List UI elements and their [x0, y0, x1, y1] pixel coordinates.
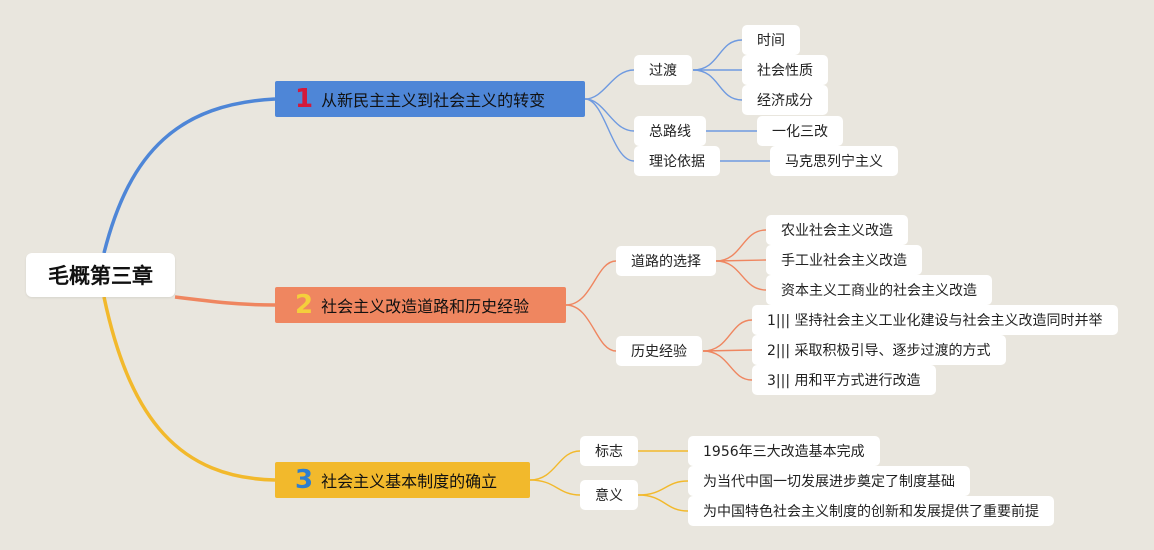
leaf-experience-2[interactable]: 2||| 采取积极引导、逐步过渡的方式	[752, 335, 1006, 365]
connectors-branch-2	[565, 229, 767, 381]
connector-root-branch-2	[174, 295, 276, 307]
subtopic-historical-experience[interactable]: 历史经验	[616, 336, 702, 366]
connector-root-branch-3	[102, 296, 276, 482]
subtopic-symbol[interactable]: 标志	[580, 436, 638, 466]
connectors-branch-1	[584, 39, 770, 162]
leaf-capitalist-commerce-reform[interactable]: 资本主义工商业的社会主义改造	[766, 275, 992, 305]
leaf-significance-1[interactable]: 为当代中国一切发展进步奠定了制度基础	[688, 466, 970, 496]
branch-2-node[interactable]: 2 社会主义改造道路和历史经验	[275, 287, 566, 323]
branch-1-title: 从新民主主义到社会主义的转变	[321, 91, 546, 110]
branch-3-number: 3	[295, 465, 314, 495]
leaf-1956-completion[interactable]: 1956年三大改造基本完成	[688, 436, 880, 466]
connector-root-branch-1	[102, 97, 276, 254]
subtopic-general-line[interactable]: 总路线	[634, 116, 706, 146]
leaf-experience-1[interactable]: 1||| 坚持社会主义工业化建设与社会主义改造同时并举	[752, 305, 1118, 335]
leaf-time[interactable]: 时间	[742, 25, 800, 55]
subtopic-significance[interactable]: 意义	[580, 480, 638, 510]
leaf-significance-2[interactable]: 为中国特色社会主义制度的创新和发展提供了重要前提	[688, 496, 1054, 526]
subtopic-theory-basis[interactable]: 理论依据	[634, 146, 720, 176]
branch-3-title: 社会主义基本制度的确立	[321, 472, 498, 491]
branch-1-node[interactable]: 1 从新民主主义到社会主义的转变	[275, 81, 585, 117]
leaf-experience-3[interactable]: 3||| 用和平方式进行改造	[752, 365, 936, 395]
branch-2-number: 2	[295, 290, 314, 320]
leaf-marxism-leninism[interactable]: 马克思列宁主义	[770, 146, 898, 176]
leaf-handicraft-reform[interactable]: 手工业社会主义改造	[766, 245, 922, 275]
leaf-social-nature[interactable]: 社会性质	[742, 55, 828, 85]
connectors-branch-3	[529, 450, 689, 512]
leaf-economic-components[interactable]: 经济成分	[742, 85, 828, 115]
leaf-one-transformation-three-reforms[interactable]: 一化三改	[757, 116, 843, 146]
root-node[interactable]: 毛概第三章	[26, 253, 175, 297]
subtopic-transition[interactable]: 过渡	[634, 55, 692, 85]
leaf-agriculture-reform[interactable]: 农业社会主义改造	[766, 215, 908, 245]
subtopic-road-choice[interactable]: 道路的选择	[616, 246, 716, 276]
branch-1-number: 1	[295, 84, 314, 114]
branch-2-title: 社会主义改造道路和历史经验	[321, 297, 530, 316]
branch-3-node[interactable]: 3 社会主义基本制度的确立	[275, 462, 530, 498]
